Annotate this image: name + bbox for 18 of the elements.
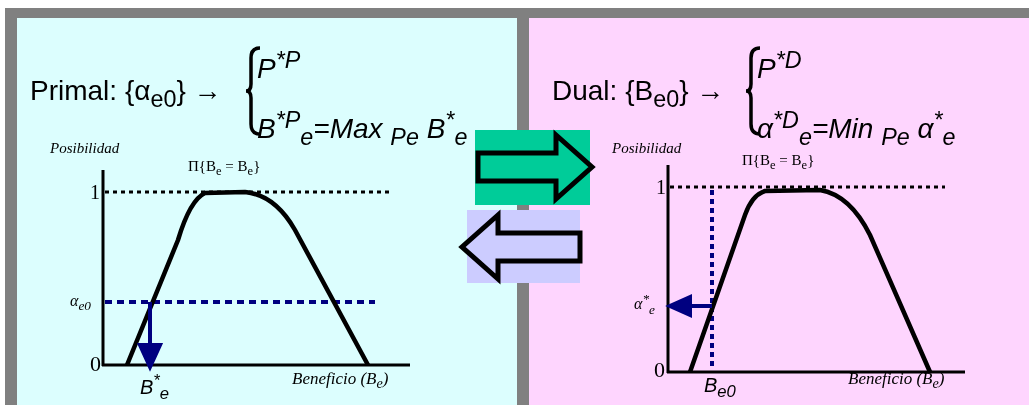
panel: [517, 8, 1029, 405]
axis-label: Posibilidad: [50, 140, 120, 157]
axis-label: Π{B$_{e}$ = B$_{e}$}: [188, 158, 261, 179]
axis-label: B$_{e0}$: [704, 374, 736, 402]
panel: [5, 8, 517, 405]
axis-label: 1: [656, 176, 666, 198]
formula-text: Primal: {α$_{e0}$} →: [30, 76, 222, 113]
axis-label: Beneficio (B$_{e}$): [848, 370, 945, 392]
axis-label: α$_{e0}$: [70, 292, 91, 314]
axis-label: 0: [90, 352, 101, 377]
axis-label: Beneficio (B$_{e}$): [292, 370, 389, 392]
formula-text: P$^{*D}$: [757, 48, 802, 86]
axis-label: Posibilidad: [612, 140, 682, 157]
axis-label: Π{B$_{e}$ = B$_{e}$}: [742, 152, 815, 173]
formula-text: P$^{*P}$: [257, 48, 301, 86]
formula-text: Dual: {B$_{e0}$} →: [552, 76, 725, 113]
axis-label: 1: [90, 181, 100, 203]
axis-label: 0: [654, 358, 665, 383]
